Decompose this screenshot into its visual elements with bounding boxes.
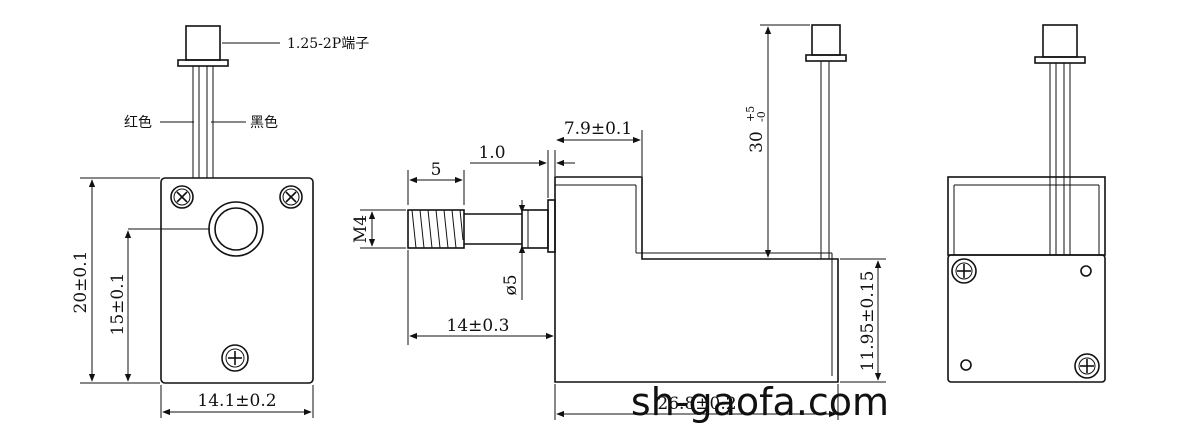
screw-icon	[279, 185, 303, 209]
screw-icon	[221, 344, 249, 372]
body-outline	[554, 176, 839, 383]
wire-red-label: 红色	[124, 114, 152, 131]
shaft-hole	[208, 201, 264, 257]
flange-label: 1.0	[478, 143, 505, 163]
wire-tol-down: -0	[755, 111, 768, 122]
lower-body	[947, 254, 1106, 383]
front-hole-height-label: 15±0.1	[108, 273, 128, 336]
wire-length-label-group: 30 +5 -0	[744, 106, 768, 153]
wire-length-label: 30	[747, 131, 767, 153]
watermark: sh-gaofa.com	[631, 380, 889, 424]
thread-length-label: 5	[431, 160, 442, 180]
connector-base	[177, 59, 229, 67]
shaft-dia-label: ø5	[501, 274, 521, 295]
screw-icon	[951, 258, 977, 284]
top-offset-label: 7.9±0.1	[564, 119, 632, 139]
mount-hole	[1080, 265, 1092, 277]
side-length-label: 26.8±0.2	[657, 394, 736, 414]
back-view	[947, 24, 1106, 383]
front-width-label: 14.1±0.2	[197, 391, 276, 411]
connector-housing	[185, 25, 221, 61]
wire-black-label: 黑色	[250, 114, 278, 131]
side-view: 5 1.0 7.9±0.1 M4 ø5 14±0.3 30 +5 -0 11.9…	[351, 24, 886, 420]
connector-housing	[811, 24, 841, 56]
flange	[547, 199, 556, 253]
connector-housing	[1042, 24, 1078, 58]
mount-hole	[960, 359, 972, 371]
front-height-label: 20±0.1	[71, 251, 91, 314]
side-height-label: 11.95±0.15	[858, 271, 878, 372]
screw-icon	[1074, 353, 1100, 379]
screw-icon	[170, 185, 194, 209]
connector-label: 1.25-2P端子	[287, 36, 369, 52]
front-view: 1.25-2P端子 红色 黑色 20±0.1 15±0.1 14.1±0.2	[71, 25, 369, 418]
upper-body	[947, 176, 1106, 256]
thread-label: M4	[351, 215, 371, 243]
shaft-length-label: 14±0.3	[447, 316, 510, 336]
body-outline	[160, 177, 314, 384]
wire-tol-up: +5	[744, 106, 757, 122]
